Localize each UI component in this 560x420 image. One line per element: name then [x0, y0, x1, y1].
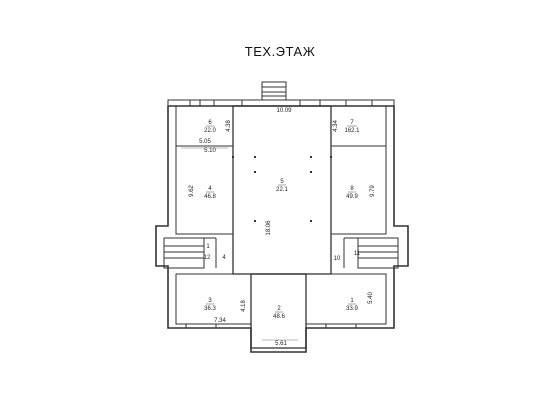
dim-4-38: 4.38 [226, 120, 232, 132]
room-2-area: 48.6 [273, 314, 285, 320]
room-4-area: 46.8 [204, 194, 216, 200]
room-8-number: 8 [350, 186, 354, 192]
room-3-number: 3 [208, 298, 212, 304]
label-10: 10 [334, 256, 341, 262]
room-1-number: 1 [350, 298, 354, 304]
room-3-area: 36.3 [204, 306, 216, 312]
dim-7-34: 7.34 [214, 318, 226, 324]
dim-5-10: 5.10 [204, 148, 216, 154]
dim-5-61: 5.61 [275, 341, 287, 347]
dim-4-18: 4.18 [241, 300, 247, 312]
room-2-number: 2 [277, 306, 281, 312]
label-4: 4 [222, 255, 226, 261]
room-4-outline [175, 145, 234, 235]
dim-9-79: 9.79 [370, 185, 376, 197]
dim-4-34: 4.34 [333, 120, 339, 132]
room-7-number: 7 [350, 120, 354, 126]
room-1-area: 33.9 [346, 306, 358, 312]
room-7-area: 162.1 [344, 128, 360, 134]
dim-5-40: 5.40 [368, 292, 374, 304]
top-wall [167, 99, 395, 107]
dim-18-06: 18.06 [266, 220, 272, 236]
room-7-outline [330, 105, 387, 147]
top-stair [261, 81, 287, 101]
room-1-outline [305, 273, 387, 325]
label-1: 1 [206, 244, 210, 250]
dim-5-05: 5.05 [199, 139, 211, 145]
dim-10-09: 10.09 [276, 108, 292, 114]
left-stair [163, 237, 205, 269]
right-stair [357, 237, 399, 269]
label-12: 12 [204, 255, 211, 261]
floor-title: ТЕХ.ЭТАЖ [244, 44, 316, 59]
room-3-outline [175, 273, 252, 325]
room-6-area: 22.0 [204, 128, 216, 134]
outer-wall [155, 105, 409, 353]
room-8-area: 49.9 [346, 194, 358, 200]
room-4-number: 4 [208, 186, 212, 192]
dim-9-62: 9.62 [189, 185, 195, 197]
room-8-outline [330, 145, 387, 235]
room-5-number: 5 [280, 179, 284, 185]
label-11: 11 [354, 251, 361, 257]
room-5-area: 22.1 [276, 187, 288, 193]
room-6-number: 6 [208, 120, 212, 126]
